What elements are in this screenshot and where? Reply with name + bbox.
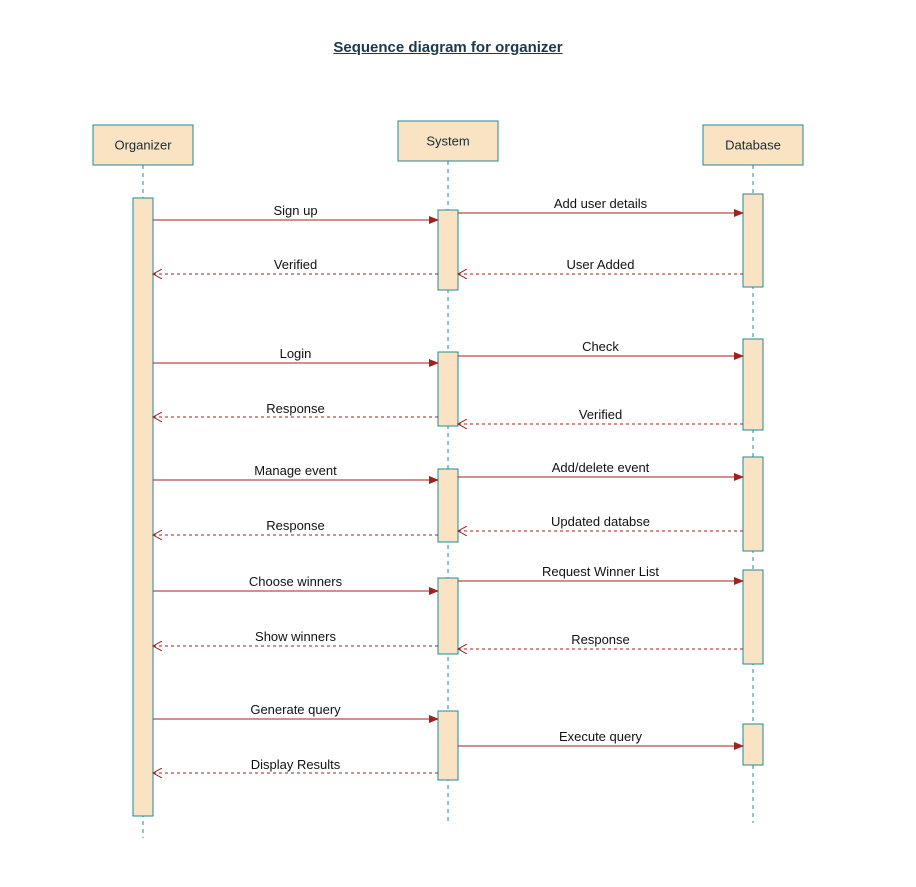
message-label: Add/delete event (552, 460, 650, 475)
participant-label: System (426, 134, 469, 149)
return-message-15: Response (458, 632, 743, 649)
message-5: Check (458, 339, 744, 360)
return-message-7: Verified (458, 407, 743, 424)
message-label: Choose winners (249, 574, 343, 589)
participant-box (702, 124, 804, 166)
return-message-2: Verified (153, 257, 438, 274)
message-label: Display Results (251, 757, 341, 772)
message-9: Add/delete event (458, 460, 744, 481)
message-label: Execute query (559, 729, 643, 744)
participant-organizer: Organizer (92, 124, 194, 166)
return-message-10: Response (153, 518, 438, 535)
return-message-3: User Added (458, 257, 743, 274)
message-label: Sign up (273, 203, 317, 218)
message-label: User Added (567, 257, 635, 272)
message-label: Verified (579, 407, 622, 422)
diagram-title: Sequence diagram for organizer (333, 39, 563, 56)
return-message-11: Updated databse (458, 514, 743, 531)
activation-bar-database (742, 338, 764, 431)
participant-box (397, 120, 499, 162)
participant-database: Database (702, 124, 804, 166)
participant-box (92, 124, 194, 166)
message-label: Add user details (554, 196, 648, 211)
message-label: Response (571, 632, 630, 647)
activation-bar-system (437, 468, 459, 543)
return-message-6: Response (153, 401, 438, 417)
message-label: Check (582, 339, 619, 354)
message-label: Updated databse (551, 514, 650, 529)
message-17: Execute query (458, 729, 744, 750)
message-8: Manage event (153, 463, 439, 484)
message-label: Request Winner List (542, 564, 659, 579)
message-label: Response (266, 401, 325, 416)
participant-label: Database (725, 138, 781, 153)
message-label: Generate query (250, 702, 341, 717)
message-1: Add user details (458, 196, 744, 217)
return-message-18: Display Results (153, 757, 438, 773)
message-label: Manage event (254, 463, 337, 478)
participant-system: System (397, 120, 499, 162)
message-label: Show winners (255, 629, 336, 644)
activation-bar-system (437, 351, 459, 427)
message-4: Login (153, 346, 439, 367)
message-13: Request Winner List (458, 564, 744, 585)
message-16: Generate query (153, 702, 439, 723)
activation-bar-database (742, 723, 764, 766)
activation-bar-system (437, 710, 459, 781)
message-label: Verified (274, 257, 317, 272)
message-12: Choose winners (153, 574, 439, 595)
activation-bar-database (742, 569, 764, 665)
participant-label: Organizer (114, 138, 172, 153)
message-label: Login (280, 346, 312, 361)
message-0: Sign up (153, 203, 439, 224)
activation-bar-database (742, 456, 764, 552)
message-label: Response (266, 518, 325, 533)
activation-bar-system (437, 577, 459, 655)
return-message-14: Show winners (153, 629, 438, 646)
activation-bar-system (437, 209, 459, 291)
activation-bar-database (742, 193, 764, 288)
activation-bar-organizer (132, 197, 154, 817)
